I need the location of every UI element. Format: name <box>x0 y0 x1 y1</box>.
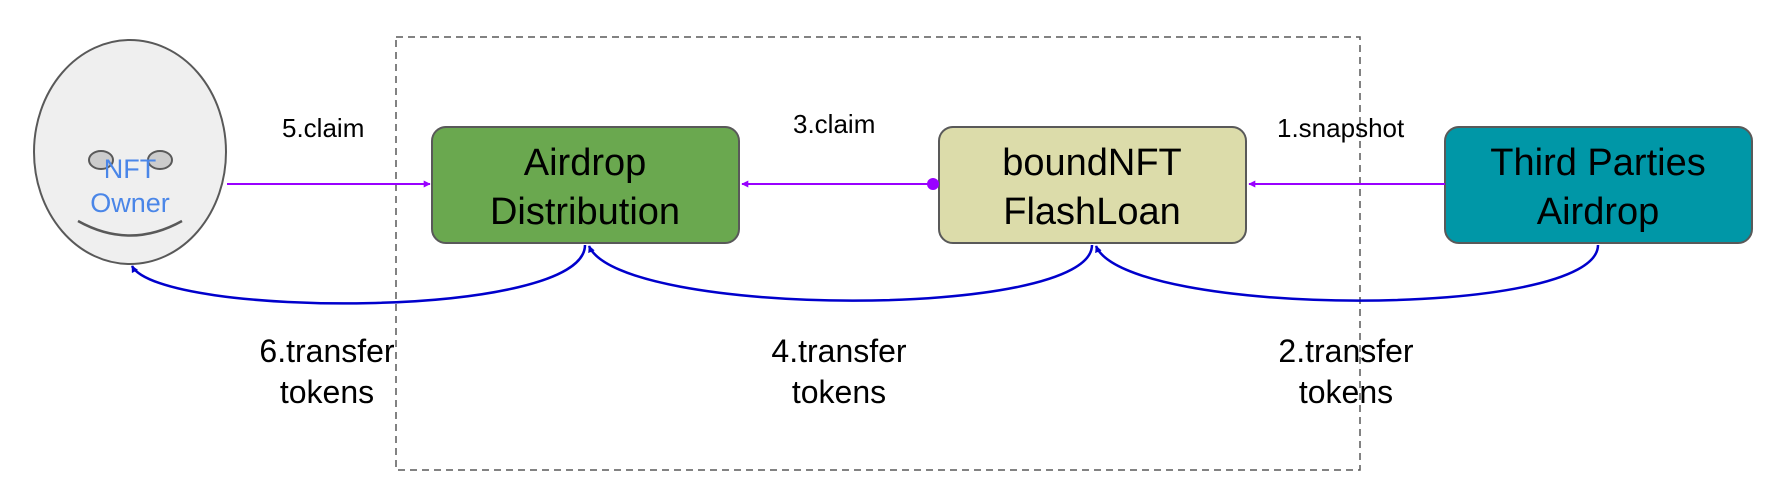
nft-owner-label-line2: Owner <box>90 188 170 218</box>
transfer4-label-line2: tokens <box>792 374 886 410</box>
snapshot1-label: 1.snapshot <box>1277 113 1405 143</box>
nft-owner-node: NFT Owner <box>33 39 227 265</box>
transfer2-label-line1: 2.transfer <box>1278 333 1414 369</box>
boundnft-flashloan-node: boundNFT FlashLoan <box>938 126 1247 244</box>
claim3-arrow-origin-dot <box>927 178 939 190</box>
smile-icon <box>77 219 183 237</box>
third-parties-airdrop-label-line1: Third Parties <box>1490 142 1705 184</box>
transfer6-label-line2: tokens <box>280 374 374 410</box>
transfer2-label-line2: tokens <box>1299 374 1393 410</box>
protocol-boundary <box>395 36 1361 471</box>
nft-owner-label-line1: NFT <box>104 154 156 184</box>
airdrop-distribution-label-line2: Distribution <box>490 191 680 233</box>
transfer4-label-line1: 4.transfer <box>771 333 907 369</box>
boundnft-flashloan-label-line1: boundNFT <box>1002 142 1182 184</box>
transfer4-arrow <box>587 244 1094 302</box>
airdrop-distribution-node: Airdrop Distribution <box>431 126 740 244</box>
boundnft-flashloan-label-line2: FlashLoan <box>1003 191 1180 233</box>
claim5-label: 5.claim <box>282 113 364 143</box>
left-eye-icon <box>88 150 114 170</box>
transfer6-arrow <box>130 244 587 305</box>
claim3-label: 3.claim <box>793 109 875 139</box>
third-parties-airdrop-label-line2: Airdrop <box>1537 191 1660 233</box>
transfer2-arrow <box>1094 244 1600 302</box>
third-parties-airdrop-node: Third Parties Airdrop <box>1444 126 1753 244</box>
transfer6-label-line1: 6.transfer <box>259 333 395 369</box>
airdrop-distribution-label-line1: Airdrop <box>524 142 647 184</box>
right-eye-icon <box>147 150 173 170</box>
